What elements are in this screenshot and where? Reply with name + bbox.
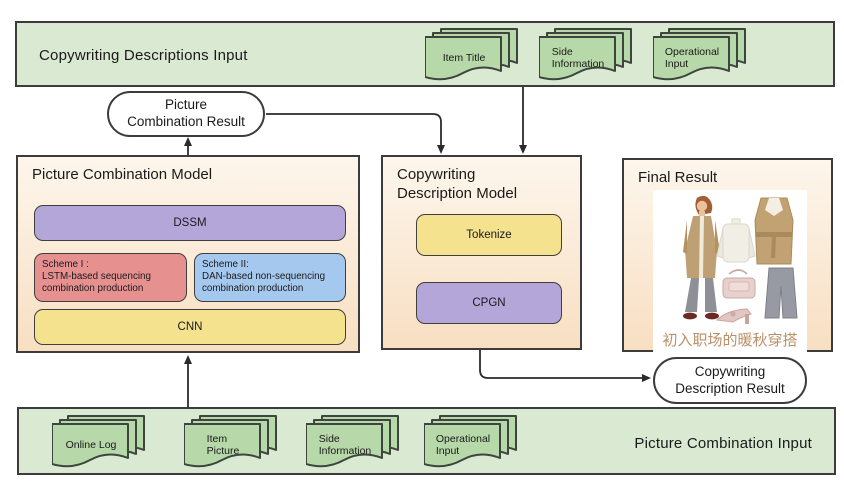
document-icon-online-log: Online Log bbox=[52, 415, 146, 471]
arrow-copywritingmodel-to-resultpill bbox=[479, 350, 642, 379]
final-result-box: Final Result bbox=[622, 158, 833, 352]
document-icon-side-information: Side Information bbox=[539, 28, 633, 84]
heel-shoe-item bbox=[715, 308, 752, 324]
final-result-caption: 初入职场的暖秋穿搭 bbox=[662, 332, 798, 349]
document-icon-operational-input-bottom: Operational Input bbox=[424, 415, 518, 471]
document-icon-item-title: Item Title bbox=[425, 28, 519, 84]
picture-combination-model-box: Picture Combination Model DSSM Scheme I … bbox=[16, 155, 360, 353]
document-label: Item Picture bbox=[206, 432, 240, 457]
picture-combination-input-banner: Picture Combination Input Online Log Ite… bbox=[17, 407, 836, 475]
copywriting-description-model-box: Copywriting Description Model Tokenize C… bbox=[381, 155, 582, 350]
document-stack-icon bbox=[52, 415, 145, 468]
document-icon-operational-input: Operational Input bbox=[653, 28, 747, 84]
outfit-image: 初入职场的暖秋穿搭 bbox=[653, 190, 807, 352]
model-figure bbox=[683, 195, 720, 320]
document-label: Online Log bbox=[65, 438, 117, 451]
picture-combination-result-pill: Picture Combination Result bbox=[107, 91, 265, 137]
outfit-collage-illustration bbox=[683, 195, 798, 324]
sweater-item bbox=[716, 218, 756, 263]
document-icon-item-picture: Item Picture bbox=[184, 415, 278, 471]
tokenize-block: Tokenize bbox=[416, 214, 562, 256]
cnn-block: CNN bbox=[34, 309, 346, 345]
final-result-title: Final Result bbox=[638, 169, 718, 186]
scheme1-block: Scheme I : LSTM-based sequencing combina… bbox=[34, 253, 187, 302]
cpgn-block: CPGN bbox=[416, 282, 562, 324]
copywriting-model-title: Copywriting Description Model bbox=[397, 166, 518, 202]
document-stack-icon bbox=[306, 415, 399, 468]
copywriting-input-banner-label: Copywriting Descriptions Input bbox=[39, 47, 248, 64]
copywriting-description-result-pill: Copywriting Description Result bbox=[653, 357, 807, 404]
document-stack-icon bbox=[424, 415, 517, 468]
document-stack-icon bbox=[425, 28, 518, 81]
copywriting-input-banner: Copywriting Descriptions Input Item Titl… bbox=[15, 21, 835, 87]
document-icon-side-information-bottom: Side Information bbox=[306, 415, 400, 471]
document-label: Side Information bbox=[551, 45, 605, 70]
document-stack-icon bbox=[184, 415, 277, 468]
arrow-pill-to-copywritingmodel bbox=[266, 113, 442, 145]
handbag-item bbox=[722, 269, 756, 299]
dssm-block: DSSM bbox=[34, 205, 346, 241]
document-label: Item Title bbox=[442, 51, 486, 64]
document-label: Side Information bbox=[318, 432, 372, 457]
document-stack-icon bbox=[539, 28, 632, 81]
document-label: Operational Input bbox=[435, 432, 491, 457]
scheme2-block: Scheme II: DAN-based non-sequencing comb… bbox=[194, 253, 346, 302]
trousers-item bbox=[764, 267, 798, 319]
document-stack-icon bbox=[653, 28, 746, 81]
trench-coat-item bbox=[754, 197, 794, 265]
document-label: Operational Input bbox=[664, 45, 720, 70]
picture-model-title: Picture Combination Model bbox=[32, 166, 213, 183]
picture-combination-input-banner-label: Picture Combination Input bbox=[634, 435, 812, 452]
